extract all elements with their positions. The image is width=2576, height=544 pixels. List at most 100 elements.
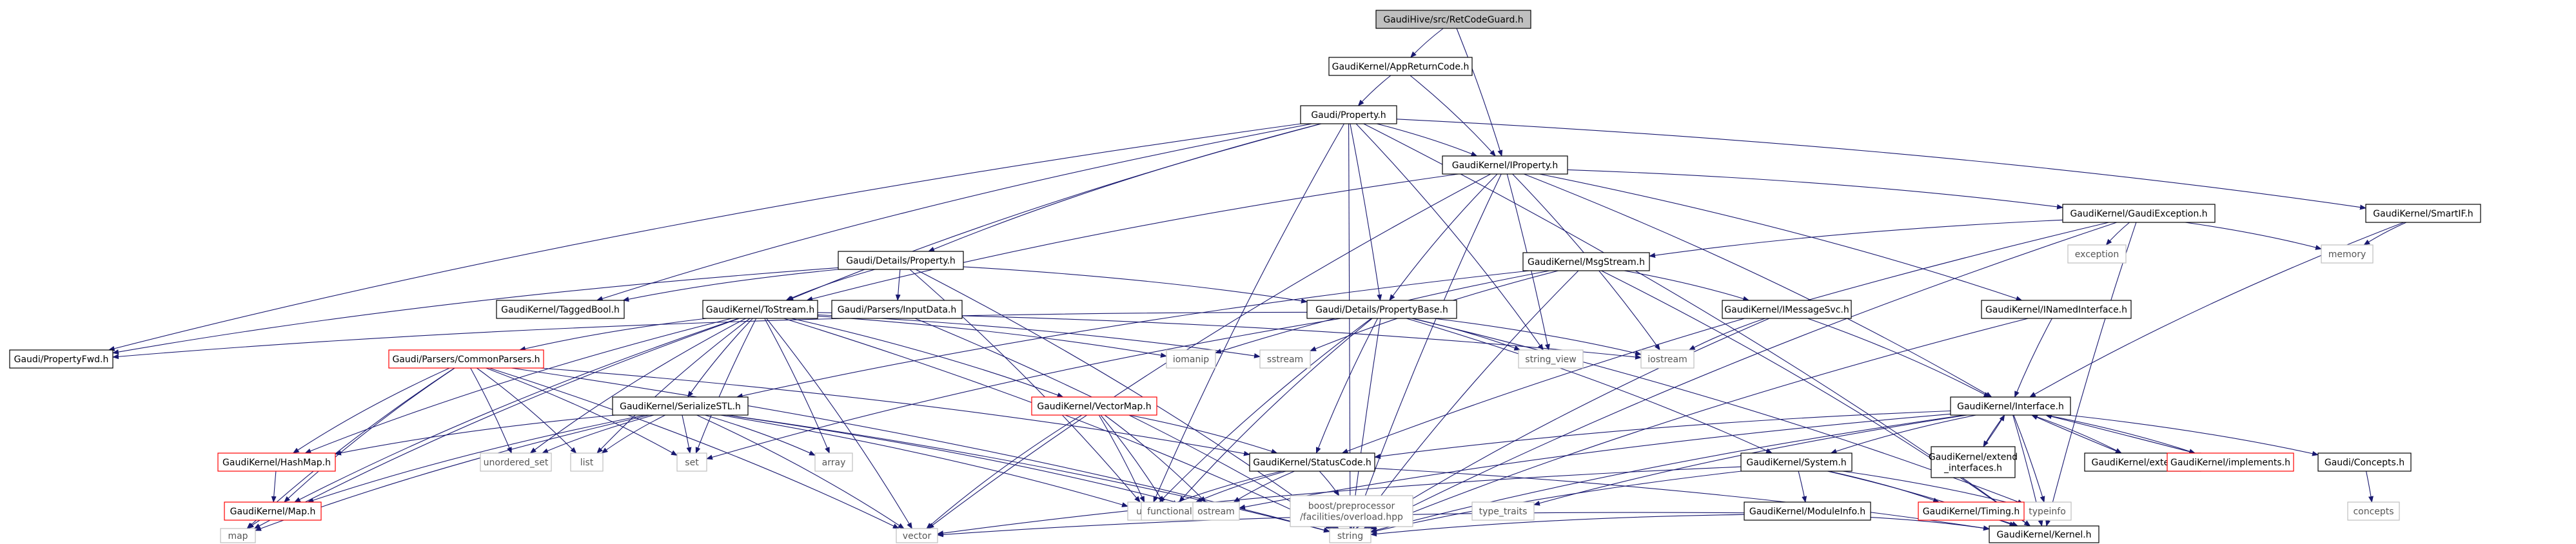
node-iostream: iostream xyxy=(1640,349,1695,369)
edge-serializestl-to-string xyxy=(727,414,1330,533)
node-layer: GaudiHive/src/RetCodeGuard.hGaudiKernel/… xyxy=(9,10,2481,543)
node-box-iostream xyxy=(1640,349,1695,369)
node-box-inamed xyxy=(1981,300,2132,319)
node-hashmap[interactable]: GaudiKernel/HashMap.h xyxy=(217,452,336,472)
edge-gprop-to-kernel xyxy=(1363,123,2031,527)
node-label-gexc: GaudiKernel/GaudiException.h xyxy=(2070,209,2207,219)
edge-imsgsvc-to-iface xyxy=(1807,318,1991,398)
node-label-implements: GaudiKernel/implements.h xyxy=(2170,458,2290,468)
edge-commonparsers-to-set xyxy=(486,367,678,456)
node-label-msgstream: GaudiKernel/MsgStream.h xyxy=(1528,257,1645,267)
node-label-iface: GaudiKernel/Interface.h xyxy=(1957,402,2064,412)
node-label-ostream: ostream xyxy=(1197,507,1235,517)
node-msgstream[interactable]: GaudiKernel/MsgStream.h xyxy=(1522,252,1650,271)
edge-vectormap-to-utility xyxy=(1098,414,1145,503)
node-label-extiface: GaudiKernel/extend_interfaces.h xyxy=(1929,452,2018,474)
node-label-imsgsvc: GaudiKernel/IMessageSvc.h xyxy=(1724,305,1849,315)
node-extiface[interactable]: GaudiKernel/extend_interfaces.h xyxy=(1929,446,2018,478)
node-box-system xyxy=(1740,452,1853,472)
edge-statuscode-to-functional xyxy=(1195,471,1286,503)
node-box-vector xyxy=(896,528,938,543)
edge-propbase-to-functional xyxy=(1179,318,1373,503)
node-vectormap[interactable]: GaudiKernel/VectorMap.h xyxy=(1031,396,1157,416)
edge-system-to-moduleinfo xyxy=(1798,471,1807,503)
node-label-sstream: sstream xyxy=(1267,355,1303,365)
node-ddprop[interactable]: Gaudi/Details/Property.h xyxy=(838,251,964,270)
edge-gexc-to-msgstream xyxy=(1649,219,2063,258)
node-box-iomanip xyxy=(1166,349,1216,369)
node-gexc[interactable]: GaudiKernel/GaudiException.h xyxy=(2062,204,2216,223)
node-moduleinfo[interactable]: GaudiKernel/ModuleInfo.h xyxy=(1744,501,1871,521)
edge-msgstream-to-imsgsvc xyxy=(1624,270,1750,302)
edge-serializestl-to-ostream xyxy=(726,414,1194,508)
node-label-vector: vector xyxy=(903,531,932,541)
node-commonparsers[interactable]: Gaudi/Parsers/CommonParsers.h xyxy=(388,349,544,369)
node-taggedbool[interactable]: GaudiKernel/TaggedBool.h xyxy=(496,300,625,319)
edge-serializestl-to-list xyxy=(601,414,665,454)
node-boostpp: boost/preprocessor/facilities/overload.h… xyxy=(1290,495,1413,527)
node-box-string_view xyxy=(1518,349,1584,369)
node-label-memory: memory xyxy=(2328,249,2366,260)
node-propbase[interactable]: Gaudi/Details/PropertyBase.h xyxy=(1306,300,1457,319)
node-box-set xyxy=(676,452,707,472)
edge-vectormap-to-functional xyxy=(1100,414,1164,503)
node-box-implements xyxy=(2167,452,2294,472)
node-propfwd[interactable]: Gaudi/PropertyFwd.h xyxy=(9,349,113,369)
edge-gprop-to-propbase xyxy=(1350,123,1382,301)
edge-gexc-to-string xyxy=(1367,222,2117,529)
node-gmap[interactable]: GaudiKernel/Map.h xyxy=(224,501,322,521)
node-imsgsvc[interactable]: GaudiKernel/IMessageSvc.h xyxy=(1722,300,1852,319)
node-implements[interactable]: GaudiKernel/implements.h xyxy=(2167,452,2294,472)
node-gprop[interactable]: Gaudi/Property.h xyxy=(1300,105,1397,124)
node-box-timing xyxy=(1918,501,2025,521)
node-timing[interactable]: GaudiKernel/Timing.h xyxy=(1918,501,2025,521)
node-label-commonparsers: Gaudi/Parsers/CommonParsers.h xyxy=(392,355,540,365)
edge-serializestl-to-vector xyxy=(696,414,905,529)
edge-msgstream-to-string xyxy=(1355,270,1579,529)
node-apprc[interactable]: GaudiKernel/AppReturnCode.h xyxy=(1328,57,1473,76)
edge-tostream-to-hashmap xyxy=(304,318,732,454)
edge-vectormap-to-vector xyxy=(926,414,1083,529)
edge-tostream-to-vectormap xyxy=(791,318,1064,398)
node-label-smartif: GaudiKernel/SmartIF.h xyxy=(2373,209,2473,219)
node-label-serializestl: GaudiKernel/SerializeSTL.h xyxy=(620,402,741,412)
node-smartif[interactable]: GaudiKernel/SmartIF.h xyxy=(2365,204,2481,223)
node-tostream[interactable]: GaudiKernel/ToStream.h xyxy=(702,300,818,319)
edge-tostream-to-list xyxy=(596,318,751,454)
node-label-root: GaudiHive/src/RetCodeGuard.h xyxy=(1383,15,1523,25)
edge-smartif-to-memory xyxy=(2363,222,2407,246)
node-box-concepts_h xyxy=(2317,452,2412,472)
node-box-exception xyxy=(2067,244,2127,264)
node-label-string_view: string_view xyxy=(1525,355,1576,365)
edge-root-to-iprop xyxy=(1456,28,1503,157)
node-label-tostream: GaudiKernel/ToStream.h xyxy=(706,305,815,315)
edge-iprop-to-vector xyxy=(927,173,1491,529)
node-system[interactable]: GaudiKernel/System.h xyxy=(1740,452,1853,472)
node-label-concepts_h: Gaudi/Concepts.h xyxy=(2325,458,2404,468)
edge-iprop-to-propbase xyxy=(1389,173,1498,301)
edge-serializestl-to-array xyxy=(705,414,816,456)
node-statuscode[interactable]: GaudiKernel/StatusCode.h xyxy=(1249,452,1375,472)
edge-iface-to-system xyxy=(1830,414,1976,454)
edge-gprop-to-iprop xyxy=(1376,123,1478,157)
edge-gprop-to-utility xyxy=(1153,123,1344,503)
node-label-typeinfo: typeinfo xyxy=(2029,507,2066,517)
node-inamed[interactable]: GaudiKernel/INamedInterface.h xyxy=(1981,300,2132,319)
node-inputdata[interactable]: Gaudi/Parsers/InputData.h xyxy=(831,300,963,319)
edge-apprc-to-iprop xyxy=(1410,75,1496,157)
node-iface[interactable]: GaudiKernel/Interface.h xyxy=(1950,396,2071,416)
edge-tostream-to-iostream xyxy=(817,312,1642,360)
node-label-inputdata: Gaudi/Parsers/InputData.h xyxy=(838,305,957,315)
node-serializestl[interactable]: GaudiKernel/SerializeSTL.h xyxy=(612,396,749,416)
node-label-type_traits: type_traits xyxy=(1479,507,1528,517)
node-concepts_h[interactable]: Gaudi/Concepts.h xyxy=(2317,452,2412,472)
node-vector: vector xyxy=(896,528,938,543)
node-iprop[interactable]: GaudiKernel/IProperty.h xyxy=(1442,155,1568,175)
edge-imsgsvc-to-string xyxy=(1363,318,1770,529)
edge-system-to-typeinfo xyxy=(1842,471,2024,508)
node-box-type_traits xyxy=(1471,501,1535,521)
node-kernel[interactable]: GaudiKernel/Kernel.h xyxy=(1989,525,2099,543)
node-box-hashmap xyxy=(217,452,336,472)
edge-ddprop-to-inputdata xyxy=(895,269,901,301)
